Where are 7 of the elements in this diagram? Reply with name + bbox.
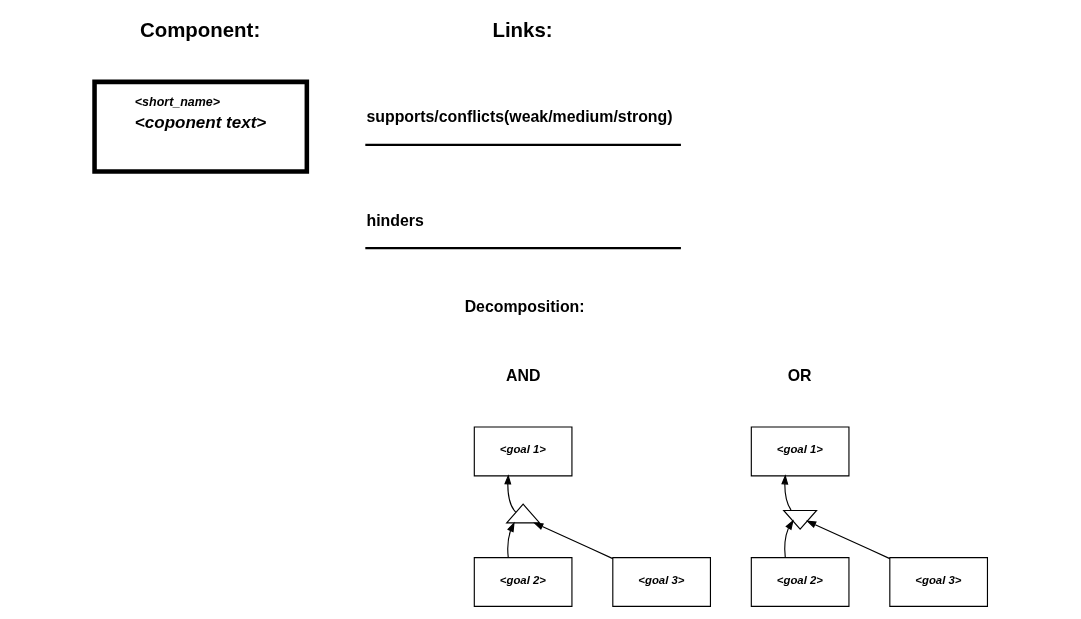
label: Decomposition:: [464, 298, 585, 315]
legend-label: hinders: [365, 211, 424, 229]
label: OR: [787, 367, 811, 385]
legend-label: supports/conflicts(weak/medium/strong): [365, 108, 673, 126]
label: AND: [505, 367, 540, 385]
label: Links:: [491, 18, 553, 41]
label: Component:: [139, 18, 260, 41]
